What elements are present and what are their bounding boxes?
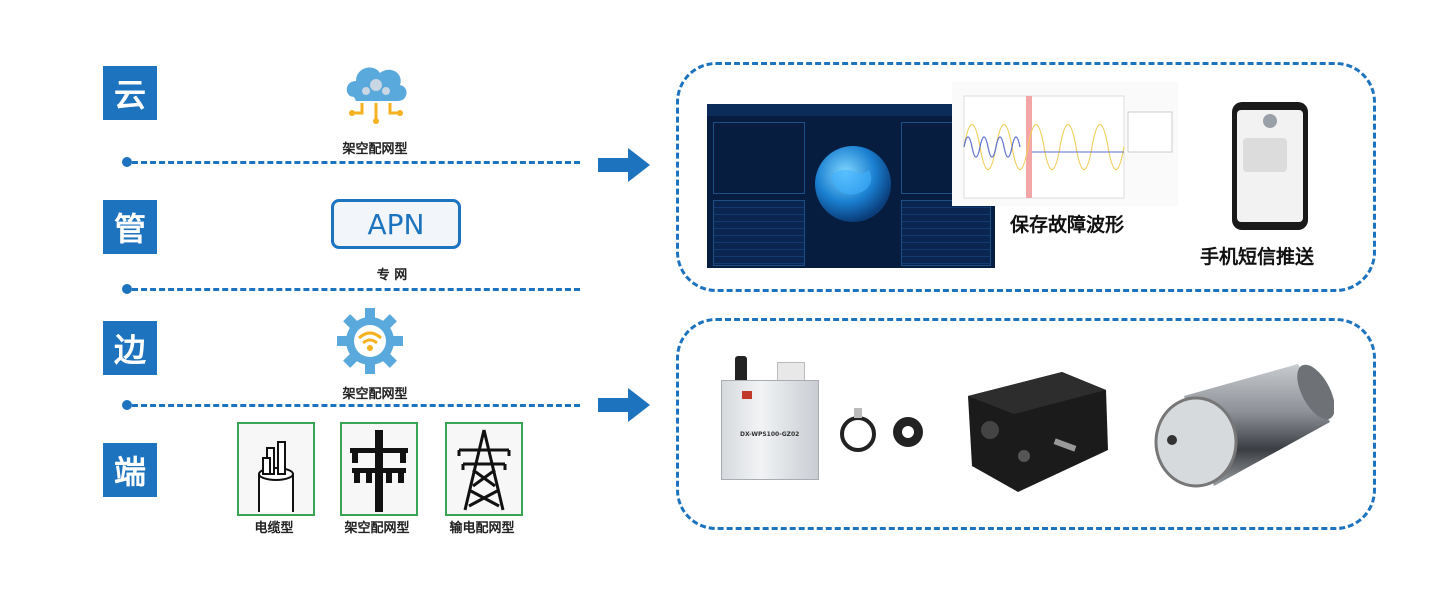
tier-cloud-label: 云 <box>113 76 146 114</box>
sms-bubble <box>1243 138 1287 172</box>
device-caption: 电缆型 <box>254 521 294 536</box>
apn-box: APN <box>331 199 461 249</box>
cylinder-sensor <box>1154 364 1334 488</box>
dashboard-table <box>713 200 805 266</box>
unit-model-label: DX-WPS100-GZ02 <box>740 431 800 438</box>
waveform-chart <box>952 82 1178 206</box>
separator-dot <box>122 284 132 294</box>
overhead-sensor-box <box>968 372 1108 492</box>
separator-line <box>132 161 580 164</box>
tier-pipe-label: 管 <box>113 210 146 248</box>
device-card-overhead <box>340 422 418 516</box>
utility-pole-icon <box>350 430 408 512</box>
gear-wifi-icon <box>337 308 403 374</box>
device-card-cable <box>237 422 315 516</box>
globe-icon <box>815 146 891 222</box>
separator-dot <box>122 400 132 410</box>
tier-terminal-label: 端 <box>113 453 146 491</box>
tier-terminal: 端 <box>103 443 157 497</box>
cable-icon <box>258 441 294 512</box>
tier-pipe: 管 <box>103 200 157 254</box>
separator-dot <box>122 157 132 167</box>
phone-icon <box>1232 102 1308 230</box>
separator-line <box>132 288 580 291</box>
tier-edge: 边 <box>103 321 157 375</box>
brand-logo <box>742 391 752 399</box>
apn-label: APN <box>367 207 425 241</box>
dashboard-screenshot <box>707 104 995 268</box>
tier-cloud: 云 <box>103 66 157 120</box>
device-caption: 架空配网型 <box>344 521 410 536</box>
transmission-tower-icon <box>457 429 511 511</box>
device-caption: 输电配网型 <box>449 521 515 536</box>
edge-device-panel <box>676 318 1376 530</box>
antenna-icon <box>735 356 747 384</box>
phone-screen <box>1237 110 1303 222</box>
current-sensor-rings <box>840 408 923 452</box>
cloud-caption: 架空配网型 <box>342 142 408 157</box>
contact-avatar <box>1263 114 1277 128</box>
apn-caption: 专 网 <box>376 268 408 283</box>
edge-unit-device: DX-WPS100-GZ02 <box>719 356 819 480</box>
waveform-plot <box>963 95 1173 199</box>
cloud-platform-panel <box>676 62 1376 292</box>
gear-caption: 架空配网型 <box>342 387 408 402</box>
arrow-right-icon <box>598 148 650 182</box>
dashboard-widget <box>713 122 805 194</box>
waveform-caption: 保存故障波形 <box>1010 214 1125 236</box>
cloud-icon <box>346 67 407 124</box>
sms-caption: 手机短信推送 <box>1200 246 1315 268</box>
dashboard-table <box>901 200 991 266</box>
dashboard-header <box>707 104 995 116</box>
unit-enclosure: DX-WPS100-GZ02 <box>721 380 819 480</box>
device-card-transmission <box>445 422 523 516</box>
tier-edge-label: 边 <box>113 331 146 369</box>
separator-line <box>132 404 580 407</box>
arrow-right-icon <box>598 388 650 422</box>
